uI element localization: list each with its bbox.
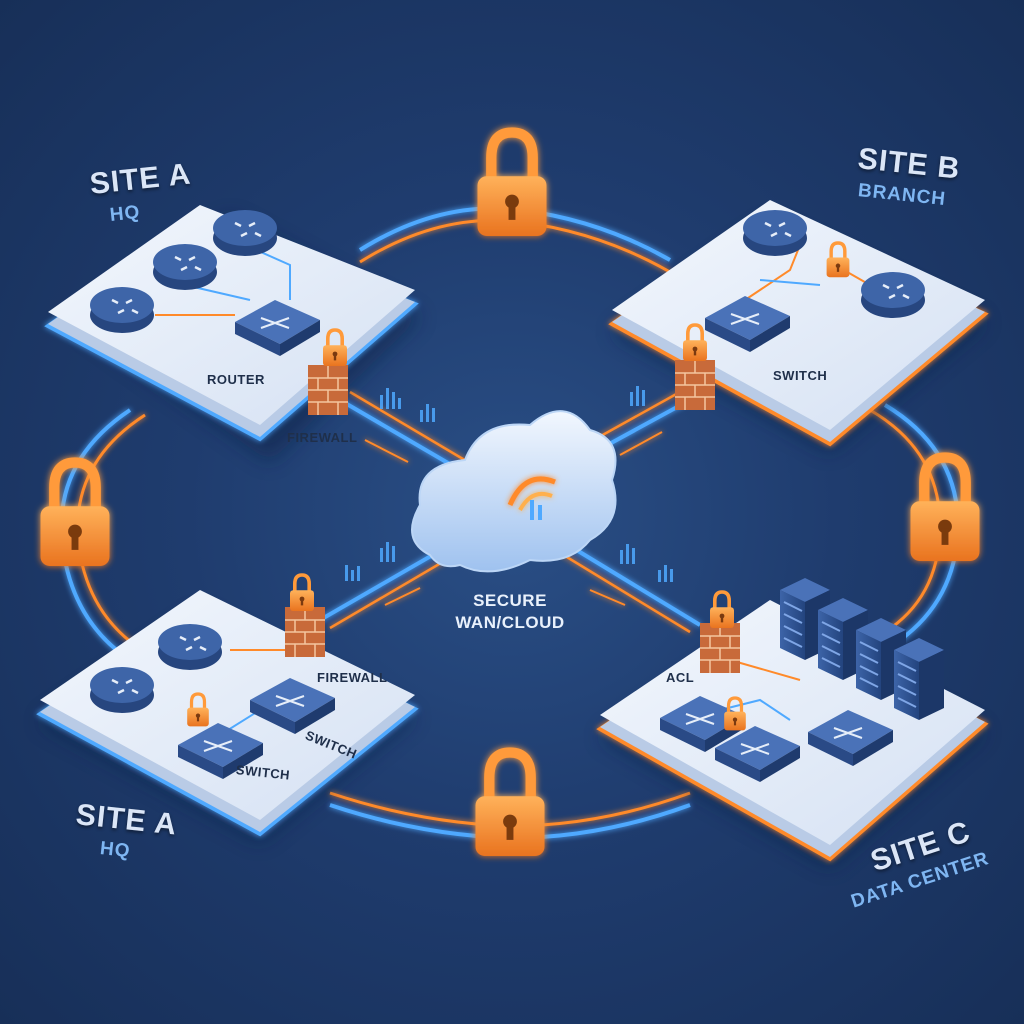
firewall-label: FIREWALL: [317, 670, 388, 685]
cloud-label: SECURE WAN/CLOUD: [440, 590, 580, 634]
switch-icon: [249, 677, 336, 735]
lock-icon: [476, 753, 545, 857]
router-icon: [741, 208, 809, 258]
signal-bars: [345, 386, 673, 582]
router-icon: [211, 208, 279, 258]
lock-icon: [681, 323, 709, 363]
switch-icon: [234, 299, 321, 357]
switch-icon: [704, 295, 791, 353]
cloud-links: [319, 390, 702, 634]
switch-label: SWITCH: [773, 368, 828, 383]
lock-icon: [185, 692, 211, 729]
router-label: ROUTER: [207, 372, 265, 387]
server-rack-icon: [893, 637, 945, 721]
router-icon: [151, 242, 219, 292]
cloud-label-line2: WAN/CLOUD: [455, 613, 565, 632]
lock-icon: [321, 328, 349, 368]
firewall-icon: [699, 622, 741, 674]
router-icon: [859, 270, 927, 320]
acl-label: ACL: [666, 670, 695, 685]
firewall-label: FIREWALL: [287, 430, 358, 445]
site-a-bottom-subtitle: HQ: [98, 838, 132, 863]
switch-icon: [807, 709, 894, 767]
cloud-label-line1: SECURE: [473, 591, 547, 610]
site-a-top-subtitle: HQ: [108, 201, 142, 226]
firewall-icon: [307, 364, 349, 416]
lock-icon: [41, 463, 110, 567]
lock-icon: [911, 458, 980, 562]
lock-icon: [824, 241, 852, 279]
router-icon: [88, 285, 156, 335]
lock-icon: [288, 573, 316, 613]
router-icon: [156, 622, 224, 672]
lock-icon: [722, 696, 748, 733]
cloud-icon: [411, 410, 617, 573]
firewall-icon: [674, 359, 716, 411]
lock-icon: [708, 590, 736, 630]
lock-icon: [478, 133, 547, 237]
router-icon: [88, 665, 156, 715]
firewall-icon: [284, 606, 326, 658]
